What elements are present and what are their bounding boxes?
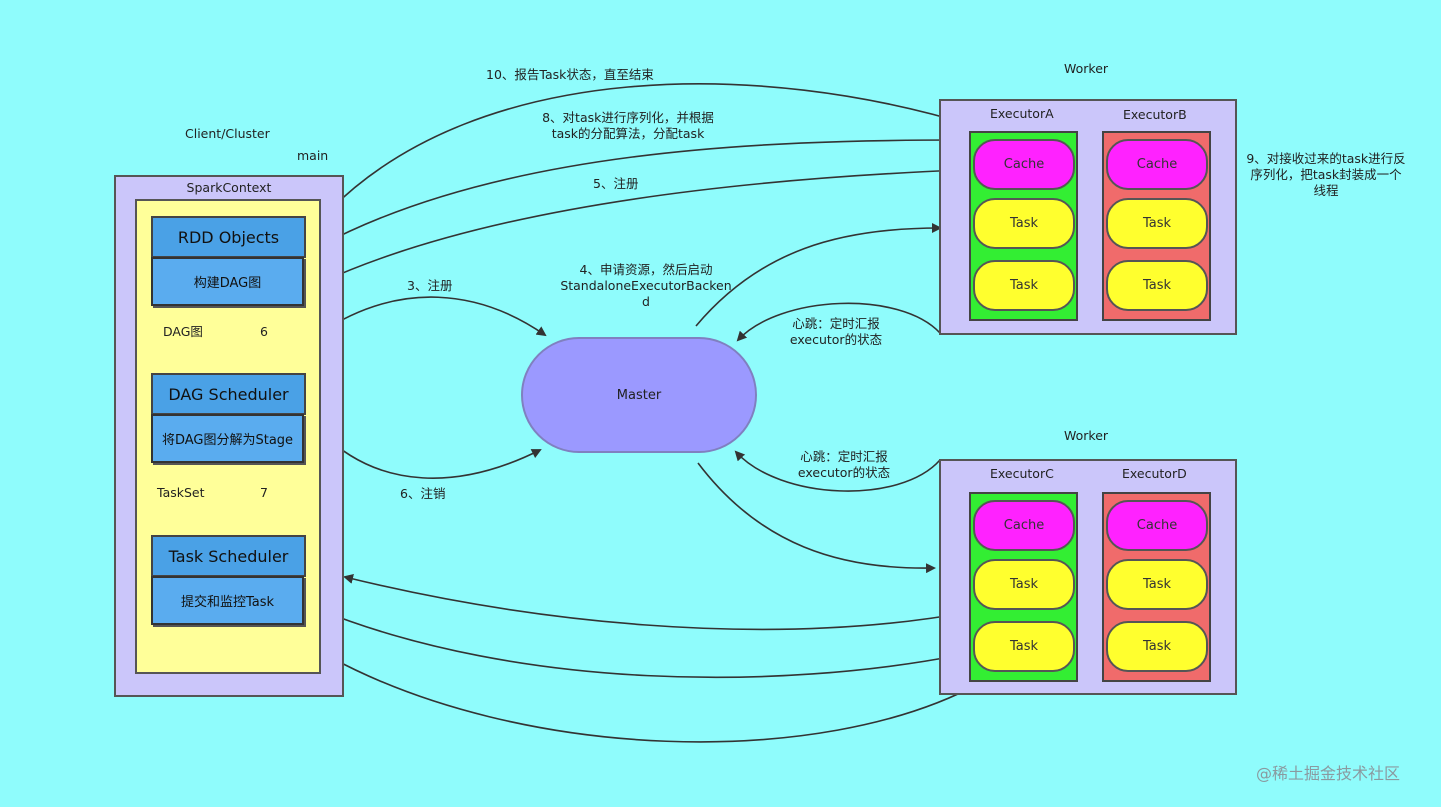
edge-label-deregister: 6、注销 xyxy=(400,486,446,501)
build-dag-box: 构建DAG图 xyxy=(151,257,304,306)
edge-label-report-status: 10、报告Task状态，直至结束 xyxy=(486,67,654,82)
step-7-label: 7 xyxy=(260,485,268,500)
executor-a-cache: Cache xyxy=(973,139,1075,190)
edge-label-heartbeat-top-1: 心跳：定时汇报 xyxy=(792,316,880,331)
edge-label-heartbeat-bottom-1: 心跳：定时汇报 xyxy=(800,449,888,464)
edge-label-deserialize-2: 序列化，把task封装成一个 xyxy=(1250,167,1402,182)
edge-label-serialize-2: task的分配算法，分配task xyxy=(551,126,705,141)
arrow-executor-return xyxy=(328,656,981,743)
taskset-label: TaskSet xyxy=(157,485,205,500)
edge-label-apply-2: StandaloneExecutorBacken xyxy=(560,278,732,293)
executor-d-cache: Cache xyxy=(1106,500,1208,551)
executor-c-cache: Cache xyxy=(973,500,1075,551)
executor-b-task-2: Task xyxy=(1106,260,1208,311)
dag-scheduler-box: DAG Scheduler xyxy=(151,373,306,415)
edge-label-serialize-1: 8、对task进行序列化，并根据 xyxy=(542,110,714,125)
worker-bottom-title: Worker xyxy=(1064,428,1109,443)
edge-label-apply-3: d xyxy=(642,294,650,309)
submit-monitor-box: 提交和监控Task xyxy=(151,576,304,625)
arrow-register-3 xyxy=(319,296,547,337)
task-scheduler-box: Task Scheduler xyxy=(151,535,306,577)
main-label: main xyxy=(297,148,329,163)
executor-d-task-1: Task xyxy=(1106,559,1208,610)
edge-label-register-5: 5、注册 xyxy=(593,176,639,191)
executor-c-title: ExecutorC xyxy=(990,466,1054,481)
executor-b-cache: Cache xyxy=(1106,139,1208,190)
executor-c-task-1: Task xyxy=(973,559,1075,610)
executor-d-task-2: Task xyxy=(1106,621,1208,672)
spark-context-title: SparkContext xyxy=(186,180,272,195)
arrow-apply-resources xyxy=(695,223,942,327)
arrow-heartbeat-top xyxy=(736,302,941,342)
executor-a-title: ExecutorA xyxy=(990,106,1054,121)
edge-label-apply-1: 4、申请资源，然后启动 xyxy=(579,262,713,277)
executor-d-title: ExecutorD xyxy=(1122,466,1187,481)
master-node: Master xyxy=(521,337,757,453)
arrow-register-5 xyxy=(320,169,963,284)
split-dag-box: 将DAG图分解为Stage xyxy=(151,414,304,463)
client-cluster-title: Client/Cluster xyxy=(185,126,270,141)
step-6-label: 6 xyxy=(260,324,268,339)
worker-top-title: Worker xyxy=(1064,61,1109,76)
watermark: @稀土掘金技术社区 xyxy=(1256,764,1401,783)
arrow-report-status xyxy=(328,83,975,212)
arrow-assign-task xyxy=(319,135,962,247)
rdd-objects-box: RDD Objects xyxy=(151,216,306,258)
edge-label-heartbeat-top-2: executor的状态 xyxy=(789,332,883,347)
executor-c-task-2: Task xyxy=(973,621,1075,672)
executor-b-task-1: Task xyxy=(1106,198,1208,249)
dag-graph-label: DAG图 xyxy=(163,324,203,339)
edge-label-deserialize-1: 9、对接收过来的task进行反 xyxy=(1246,151,1406,166)
edge-label-heartbeat-bottom-2: executor的状态 xyxy=(797,465,891,480)
arrow-heartbeat-bottom xyxy=(734,450,941,492)
edge-label-register-3: 3、注册 xyxy=(407,278,453,293)
edge-label-deserialize-3: 线程 xyxy=(1313,183,1339,198)
executor-a-task-1: Task xyxy=(973,198,1075,249)
arrow-scheduler-to-executor xyxy=(319,609,962,679)
arrow-master-worker-bottom xyxy=(697,462,936,574)
arrow-executor-to-scheduler xyxy=(343,574,971,631)
executor-a-task-2: Task xyxy=(973,260,1075,311)
executor-b-title: ExecutorB xyxy=(1123,107,1187,122)
arrow-deregister xyxy=(321,432,542,479)
